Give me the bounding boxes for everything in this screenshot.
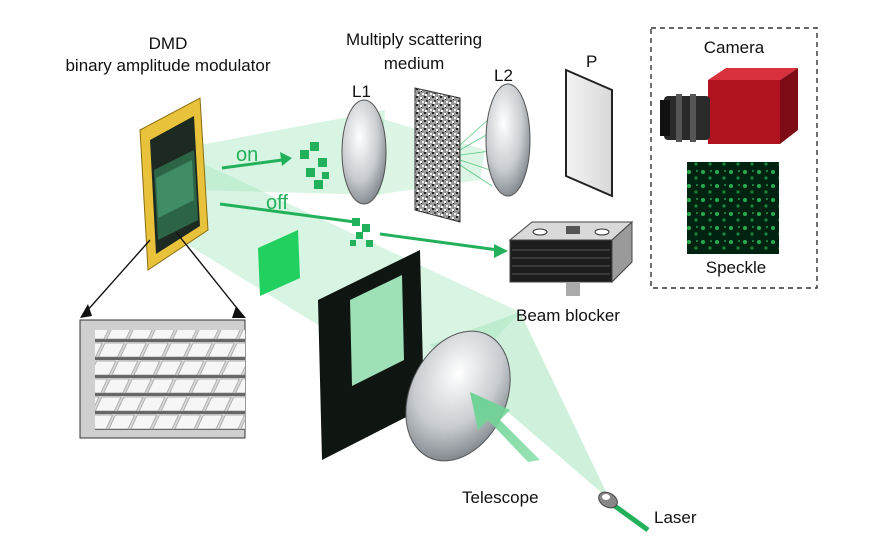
dmd-chip (139, 97, 209, 271)
dmd-label-line1: DMD (148, 34, 188, 53)
beam-blocker-label: Beam blocker (516, 306, 620, 325)
l2-label: L2 (494, 66, 513, 85)
pattern-square (258, 230, 300, 296)
medium-label-line2: medium (383, 54, 445, 73)
speckle-image (687, 162, 779, 254)
off-label: off (266, 192, 288, 214)
mask-screen (318, 250, 424, 460)
p-label: P (586, 52, 598, 71)
medium-label-line1: Multiply scattering (345, 30, 483, 49)
zoom-line-right (175, 231, 241, 313)
on-beam (200, 110, 385, 195)
on-pattern (300, 142, 329, 189)
p-screen (565, 68, 613, 198)
telescope-label: Telescope (462, 488, 539, 507)
l2-lens (485, 83, 531, 197)
laser-label: Laser (654, 508, 697, 527)
zoom-line-left (85, 239, 151, 313)
speckle-label: Speckle (705, 258, 767, 277)
camera-label: Camera (703, 38, 765, 57)
on-label: on (236, 144, 259, 166)
off-pattern (350, 218, 373, 247)
off-arrow (219, 202, 356, 224)
dmd-label-line2: binary amplitude modulator (65, 56, 271, 75)
camera-icon (660, 68, 798, 144)
l1-lens (341, 99, 387, 205)
on-arrow (221, 158, 283, 170)
telescope-arrow (470, 392, 540, 462)
telescope-beam (170, 148, 520, 400)
l1-label: L1 (352, 82, 371, 101)
beam-blocker (508, 220, 634, 296)
laser-icon (598, 491, 650, 533)
scattering-medium (414, 87, 461, 223)
camera-box (650, 27, 818, 289)
micromirror-inset (79, 319, 246, 439)
